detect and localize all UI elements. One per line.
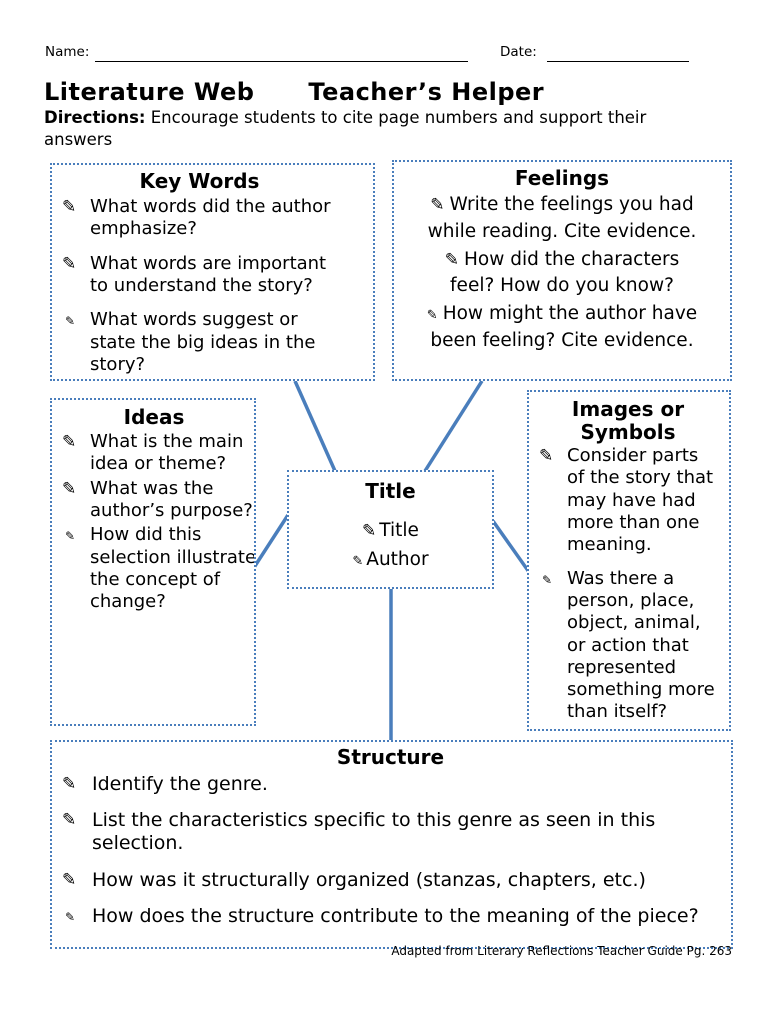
pencil-icon: ✎ xyxy=(62,869,77,890)
footer-credit: Adapted from Literary Reflections Teache… xyxy=(391,944,732,958)
list-item-text: How does the structure contribute to the… xyxy=(92,904,699,927)
feelings-heading: Feelings xyxy=(514,166,610,190)
list-item-text: Author xyxy=(366,548,429,570)
ideas-heading: Ideas xyxy=(123,405,185,429)
list-item: ✎Write the feelings you had while readin… xyxy=(426,192,698,246)
list-item-text: What words suggest or state the big idea… xyxy=(90,309,316,375)
title-center-box: Title ✎Title ✎Author xyxy=(287,470,494,589)
pencil-icon: ✎ xyxy=(62,478,77,499)
list-item: ✎ Consider parts of the story that may h… xyxy=(539,445,717,557)
pencil-icon: ✎ xyxy=(65,529,76,544)
pencil-icon: ✎ xyxy=(62,197,77,217)
list-item-text: What was the author’s purpose? xyxy=(90,477,253,521)
list-item: ✎ How does the structure contribute to t… xyxy=(62,905,719,928)
list-item: ✎ List the characteristics specific to t… xyxy=(62,809,719,855)
list-item-text: What is the main idea or theme? xyxy=(90,431,244,475)
pencil-icon: ✎ xyxy=(62,253,77,274)
list-item: ✎ What words suggest or state the big id… xyxy=(62,309,337,376)
structure-box: Structure ✎ Identify the genre. ✎ List t… xyxy=(50,740,733,949)
list-item-text: How did this selection illustrate the co… xyxy=(90,524,256,613)
images-symbols-box: Images or Symbols ✎ Consider parts of th… xyxy=(527,390,731,731)
list-item: ✎ How did this selection illustrate the … xyxy=(62,524,256,613)
pencil-icon: ✎ xyxy=(542,572,553,587)
name-blank-line xyxy=(95,61,468,62)
list-item: ✎ What was the author’s purpose? xyxy=(62,477,254,523)
structure-heading: Structure xyxy=(336,745,445,769)
pencil-icon: ✎ xyxy=(62,432,77,452)
list-item-text: Consider parts of the story that may hav… xyxy=(567,445,714,556)
list-item: ✎ What is the main idea or theme? xyxy=(62,431,254,476)
list-item-text: Write the feelings you had while reading… xyxy=(427,194,697,242)
directions: Directions: Encourage students to cite p… xyxy=(44,107,668,152)
list-item-text: What words did the author emphasize? xyxy=(90,196,331,240)
pencil-icon: ✎ xyxy=(444,249,460,270)
page-title-main: Literature Web xyxy=(44,78,255,106)
date-blank-line xyxy=(547,61,689,62)
connector-images-title xyxy=(491,519,531,574)
list-item-text: How might the author have been feeling? … xyxy=(430,303,698,352)
list-item: ✎ What words are important to understand… xyxy=(62,253,337,298)
list-item: ✎ What words did the author emphasize? xyxy=(62,196,337,241)
pencil-icon: ✎ xyxy=(62,810,77,831)
name-label: Name: xyxy=(45,44,90,60)
pencil-icon: ✎ xyxy=(426,308,438,324)
page-title: Literature Web Teacher’s Helper xyxy=(44,78,544,106)
list-item: ✎Title xyxy=(295,517,486,546)
pencil-icon: ✎ xyxy=(539,446,554,466)
connector-ideas-title xyxy=(251,514,290,570)
pencil-icon: ✎ xyxy=(65,909,76,924)
list-item: ✎How might the author have been feeling?… xyxy=(426,301,698,355)
list-item-text: Title xyxy=(379,520,419,541)
date-label: Date: xyxy=(500,44,537,60)
connector-keywords-title xyxy=(293,380,337,472)
page-title-sub: Teacher’s Helper xyxy=(308,78,545,106)
directions-text: Encourage students to cite page numbers … xyxy=(44,108,647,150)
list-item: ✎Author xyxy=(295,546,486,575)
pencil-icon: ✎ xyxy=(65,314,76,329)
pencil-icon: ✎ xyxy=(62,774,77,794)
title-center-heading: Title xyxy=(365,479,416,503)
pencil-icon: ✎ xyxy=(362,521,377,541)
list-item-text: Was there a person, place, object, anima… xyxy=(567,567,715,723)
list-item: ✎ Identify the genre. xyxy=(62,773,719,796)
key-words-heading: Key Words xyxy=(139,169,260,193)
pencil-icon: ✎ xyxy=(430,195,445,215)
feelings-box: Feelings ✎Write the feelings you had whi… xyxy=(392,160,732,381)
list-item: ✎ How was it structurally organized (sta… xyxy=(62,869,719,892)
list-item-text: Identify the genre. xyxy=(92,773,268,795)
directions-label: Directions: xyxy=(44,108,146,127)
list-item: ✎How did the characters feel? How do you… xyxy=(426,247,698,301)
list-item-text: How did the characters feel? How do you … xyxy=(450,248,680,297)
connector-feelings-title xyxy=(423,380,484,472)
list-item-text: List the characteristics specific to thi… xyxy=(92,809,656,855)
ideas-box: Ideas ✎ What is the main idea or theme? … xyxy=(50,398,256,726)
key-words-box: Key Words ✎ What words did the author em… xyxy=(50,163,375,381)
list-item: ✎ Was there a person, place, object, ani… xyxy=(539,568,717,724)
list-item-text: What words are important to understand t… xyxy=(90,252,327,296)
pencil-icon: ✎ xyxy=(352,553,364,569)
list-item-text: How was it structurally organized (stanz… xyxy=(92,868,646,891)
images-symbols-heading: Images or Symbols xyxy=(571,397,685,444)
